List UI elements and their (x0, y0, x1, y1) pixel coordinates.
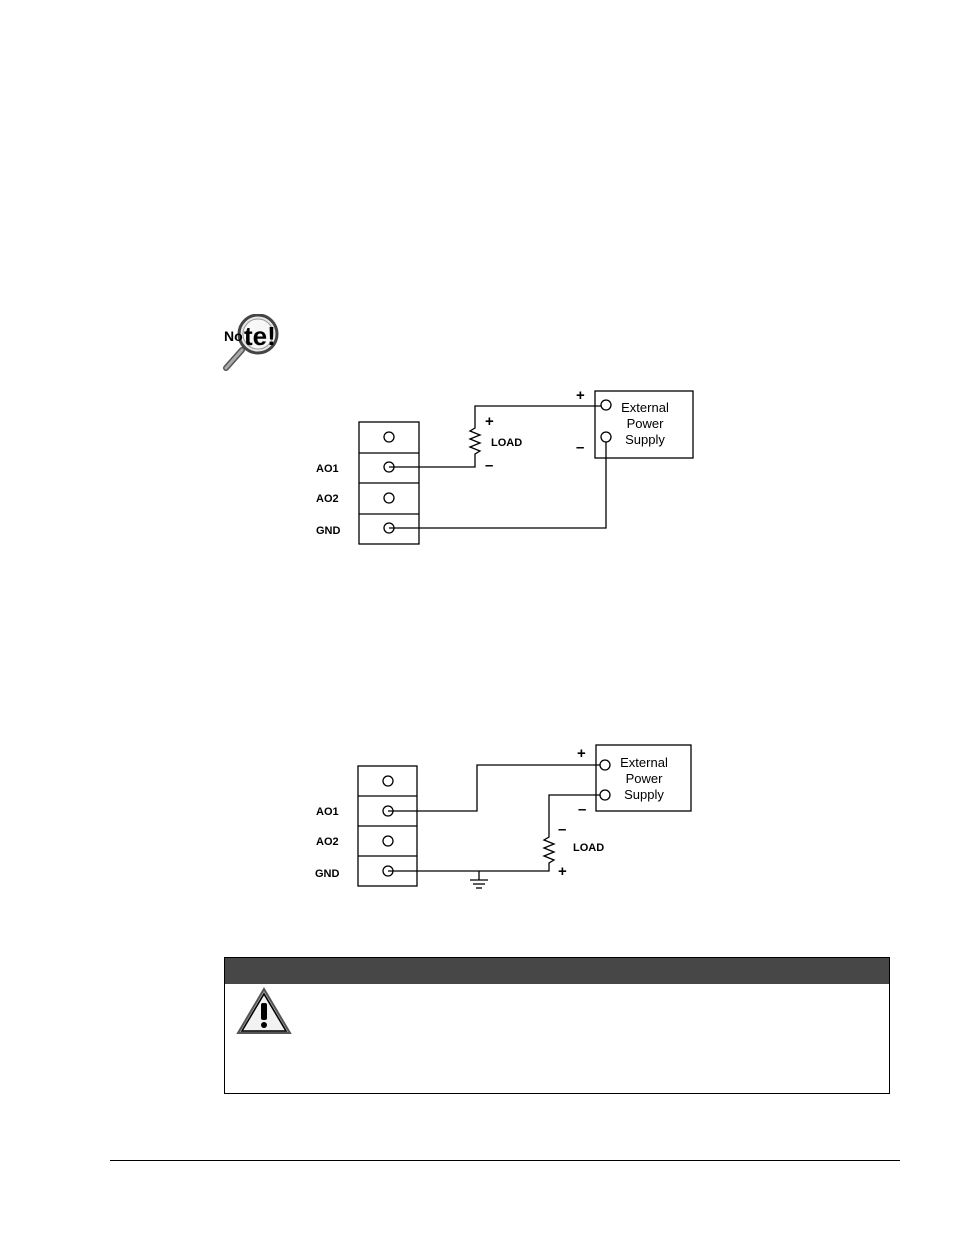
fig1-label-ao1: AO1 (316, 463, 339, 475)
fig1-supply-line3: Supply (625, 432, 665, 447)
fig1-supply-minus: – (576, 439, 584, 456)
warning-header-bar (225, 958, 889, 984)
note-icon-suffix: te! (244, 321, 276, 351)
fig2-label-ao1: AO1 (316, 806, 339, 818)
fig1-load-minus: – (485, 457, 493, 474)
fig2-load-label: LOAD (573, 842, 604, 854)
fig2-load-minus: – (558, 821, 566, 838)
note-icon: No te! (223, 314, 279, 371)
figure2-wiring-diagram: AO1 AO2 GND LOAD – + + – External Power … (315, 744, 692, 889)
warning-box (224, 957, 890, 1094)
footer-rule (110, 1160, 900, 1161)
fig2-label-gnd: GND (315, 868, 340, 880)
fig1-label-ao2: AO2 (316, 493, 339, 505)
fig2-load-plus: + (558, 863, 567, 880)
fig2-supply-line2: Power (626, 771, 664, 786)
fig2-supply-minus: – (578, 801, 586, 818)
fig2-supply-line3: Supply (624, 787, 664, 802)
warning-triangle-icon (236, 987, 292, 1034)
note-icon-prefix: No (224, 328, 243, 344)
fig1-supply-line1: External (621, 400, 669, 415)
figure1-wiring-diagram: AO1 AO2 GND LOAD + – + – External Power … (316, 387, 694, 545)
fig2-label-ao2: AO2 (316, 836, 339, 848)
fig1-load-label: LOAD (491, 437, 522, 449)
fig1-label-gnd: GND (316, 525, 341, 537)
fig2-supply-plus: + (577, 745, 586, 762)
fig2-supply-line1: External (620, 755, 668, 770)
fig1-supply-line2: Power (627, 416, 665, 431)
fig1-load-plus: + (485, 413, 494, 430)
fig1-supply-plus: + (576, 387, 585, 404)
